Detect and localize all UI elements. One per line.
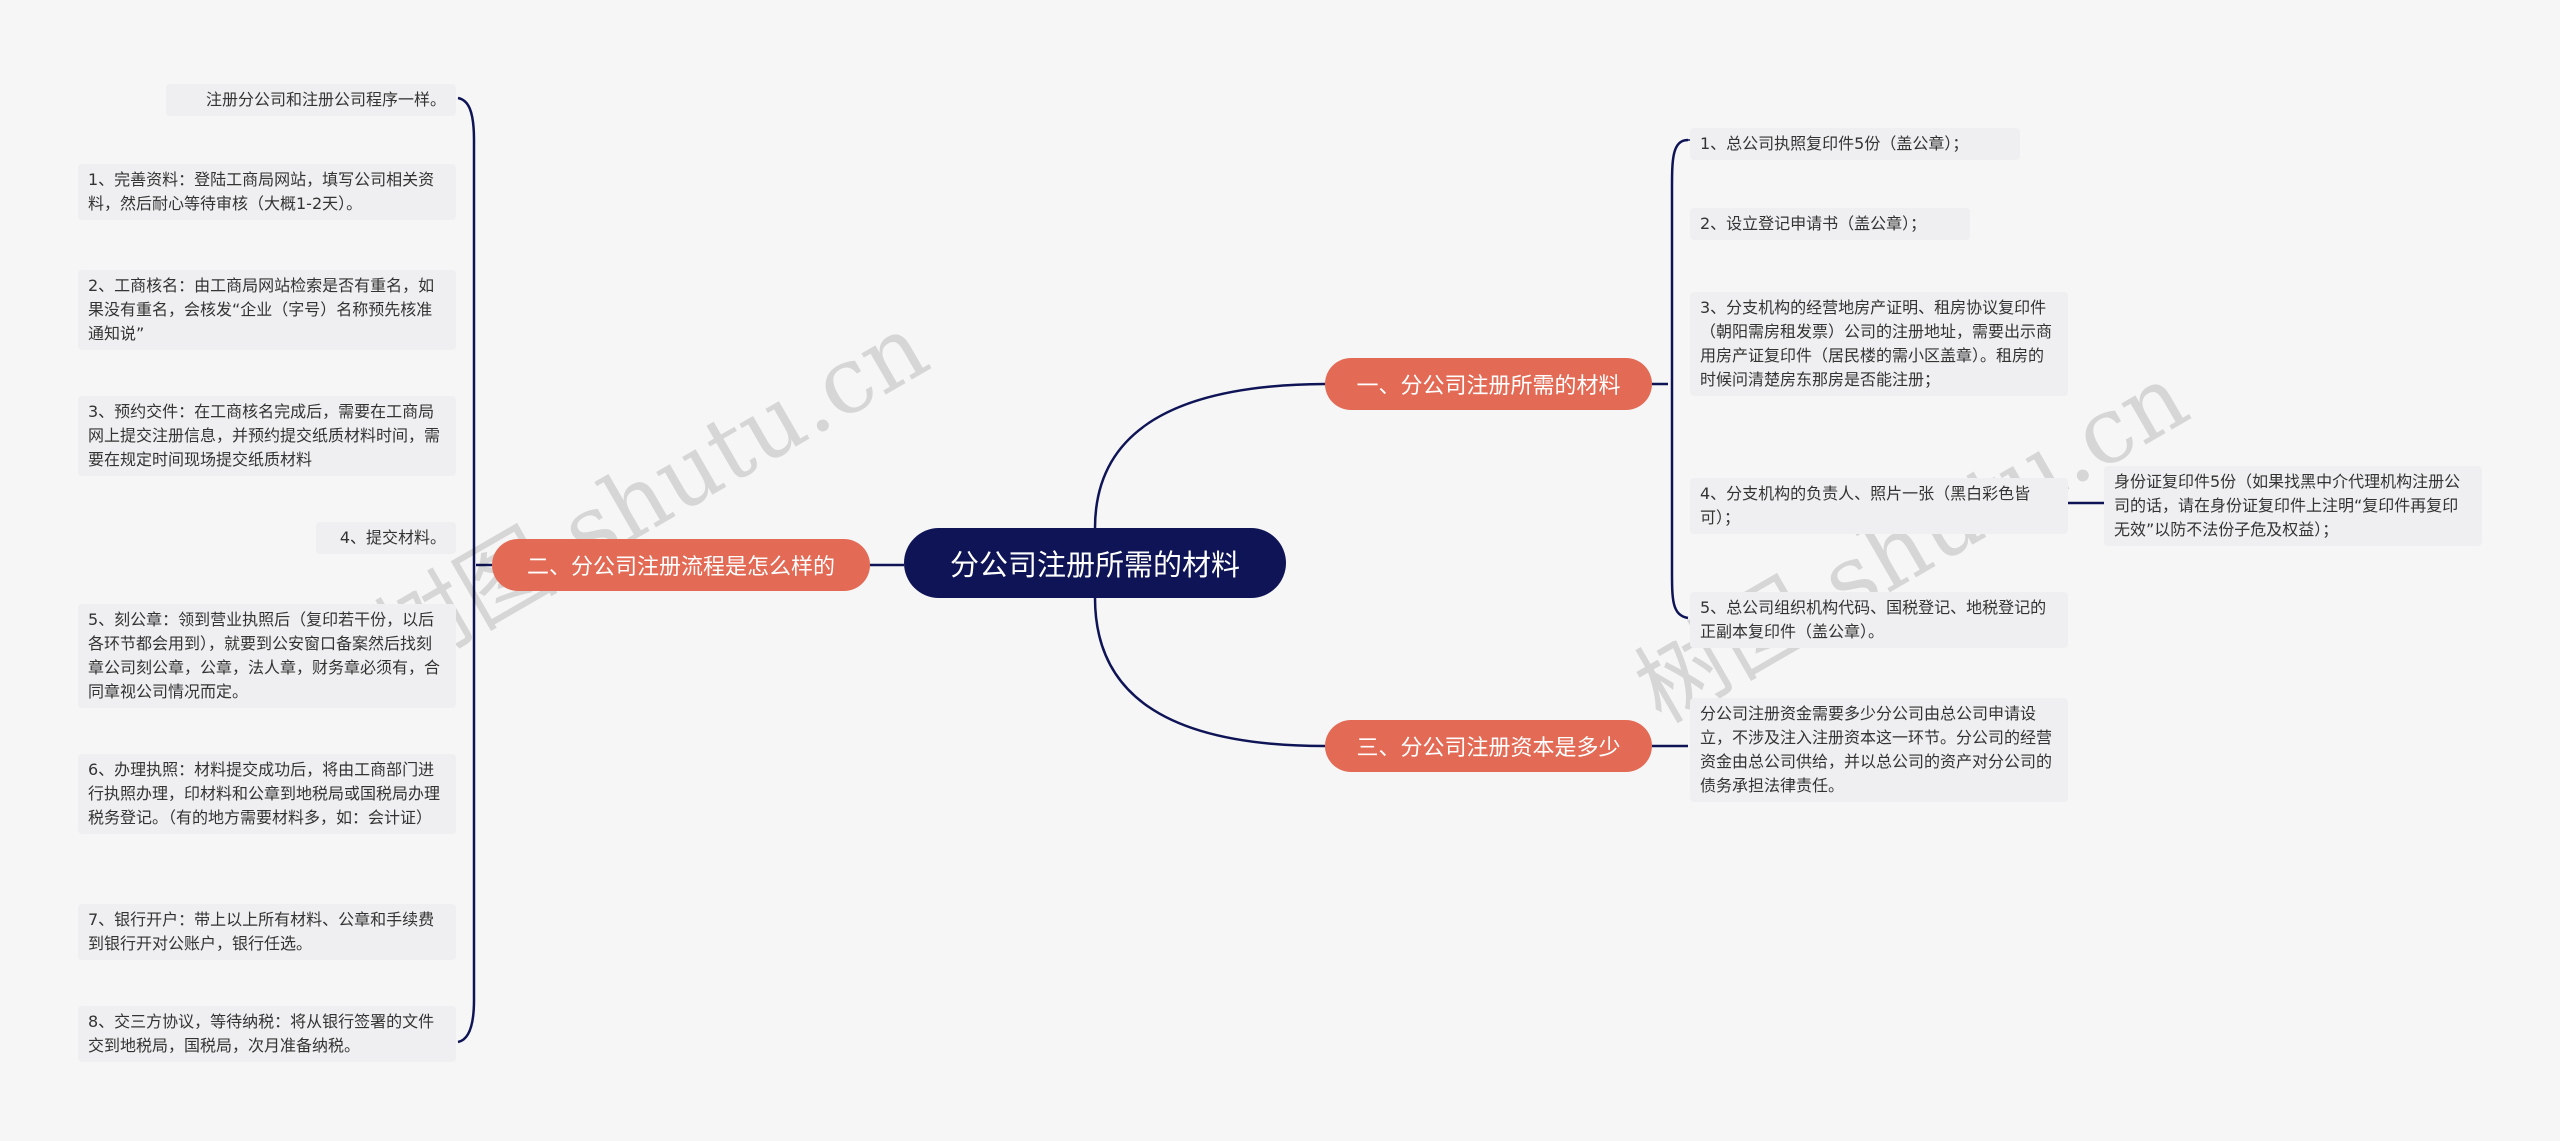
branch-process[interactable]: 二、分公司注册流程是怎么样的 [492,539,870,591]
leaf-process-6[interactable]: 6、办理执照：材料提交成功后，将由工商部门进行执照办理，印材料和公章到地税局或国… [78,754,456,834]
leaf-process-8[interactable]: 8、交三方协议，等待纳税：将从银行签署的文件交到地税局，国税局，次月准备纳税。 [78,1006,456,1062]
leaf-process-intro[interactable]: 注册分公司和注册公司程序一样。 [166,84,456,116]
leaf-material-1[interactable]: 1、总公司执照复印件5份（盖公章）； [1690,128,2020,160]
leaf-process-4[interactable]: 4、提交材料。 [316,522,456,554]
bracket-b1 [1652,138,1689,620]
branch-capital[interactable]: 三、分公司注册资本是多少 [1325,720,1652,772]
bracket-b2 [457,96,492,1044]
leaf-process-7[interactable]: 7、银行开户：带上以上所有材料、公章和手续费到银行开对公账户，银行任选。 [78,904,456,960]
leaf-material-3[interactable]: 3、分支机构的经营地房产证明、租房协议复印件（朝阳需房租发票）公司的注册地址，需… [1690,292,2068,396]
leaf-material-4-detail[interactable]: 身份证复印件5份（如果找黑中介代理机构注册公司的话，请在身份证复印件上注明“复印… [2104,466,2482,546]
leaf-process-3[interactable]: 3、预约交件：在工商核名完成后，需要在工商局网上提交注册信息，并预约提交纸质材料… [78,396,456,476]
leaf-material-5[interactable]: 5、总公司组织机构代码、国税登记、地税登记的正副本复印件（盖公章）。 [1690,592,2068,648]
leaf-capital[interactable]: 分公司注册资金需要多少分公司由总公司申请设立，不涉及注入注册资本这一环节。分公司… [1690,698,2068,802]
root-topic[interactable]: 分公司注册所需的材料 [904,528,1286,598]
leaf-process-5[interactable]: 5、刻公章：领到营业执照后（复印若干份，以后各环节都会用到），就要到公安窗口备案… [78,604,456,708]
branch-materials[interactable]: 一、分公司注册所需的材料 [1325,358,1652,410]
leaf-process-2[interactable]: 2、工商核名：由工商局网站检索是否有重名，如果没有重名，会核发“企业（字号）名称… [78,270,456,350]
link-root-b1 [1093,382,1326,529]
leaf-process-1[interactable]: 1、完善资料：登陆工商局网站，填写公司相关资料，然后耐心等待审核（大概1-2天）… [78,164,456,220]
leaf-material-2[interactable]: 2、设立登记申请书（盖公章）； [1690,208,1970,240]
link-root-b3 [1093,597,1326,748]
leaf-material-4[interactable]: 4、分支机构的负责人、照片一张（黑白彩色皆可）； [1690,478,2068,534]
